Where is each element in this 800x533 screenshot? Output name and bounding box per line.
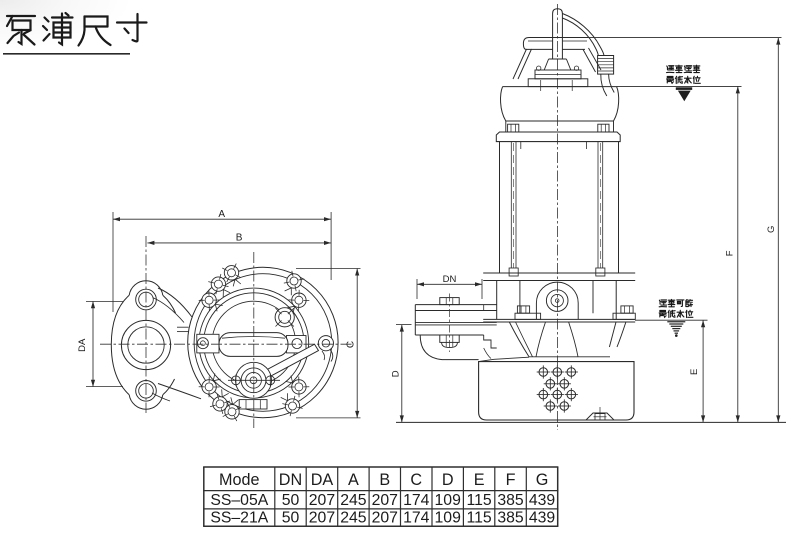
svg-text:G: G — [766, 226, 777, 233]
svg-text:174: 174 — [403, 510, 430, 527]
svg-text:DA: DA — [77, 338, 88, 352]
svg-text:SS–21A: SS–21A — [210, 510, 268, 527]
svg-text:385: 385 — [497, 510, 524, 527]
svg-text:385: 385 — [497, 492, 524, 509]
svg-text:E: E — [689, 369, 700, 375]
svg-text:F: F — [725, 250, 736, 256]
svg-text:C: C — [345, 341, 356, 348]
svg-text:A: A — [348, 471, 359, 489]
svg-text:207: 207 — [372, 492, 398, 509]
svg-text:439: 439 — [529, 510, 556, 527]
svg-text:207: 207 — [309, 492, 335, 509]
svg-text:DN: DN — [279, 471, 302, 489]
svg-text:207: 207 — [372, 510, 398, 527]
svg-text:50: 50 — [282, 510, 300, 527]
svg-text:115: 115 — [467, 510, 492, 527]
svg-text:109: 109 — [435, 510, 462, 527]
svg-text:115: 115 — [467, 492, 492, 509]
svg-text:Mode: Mode — [219, 471, 260, 489]
svg-text:50: 50 — [282, 492, 300, 509]
svg-text:DA: DA — [311, 471, 334, 489]
svg-text:A: A — [218, 209, 225, 220]
svg-text:SS–05A: SS–05A — [210, 492, 268, 509]
svg-text:D: D — [442, 471, 454, 489]
svg-text:G: G — [536, 471, 549, 489]
svg-text:439: 439 — [529, 492, 556, 509]
svg-text:DN: DN — [443, 274, 457, 285]
svg-text:174: 174 — [403, 492, 430, 509]
svg-text:F: F — [506, 471, 516, 489]
svg-text:C: C — [410, 471, 422, 489]
svg-text:245: 245 — [340, 492, 367, 509]
svg-text:E: E — [474, 471, 485, 489]
svg-text:B: B — [236, 232, 243, 243]
svg-text:245: 245 — [340, 510, 367, 527]
svg-text:D: D — [390, 370, 401, 377]
svg-text:B: B — [379, 471, 390, 489]
svg-text:109: 109 — [435, 492, 462, 509]
svg-text:207: 207 — [309, 510, 335, 527]
